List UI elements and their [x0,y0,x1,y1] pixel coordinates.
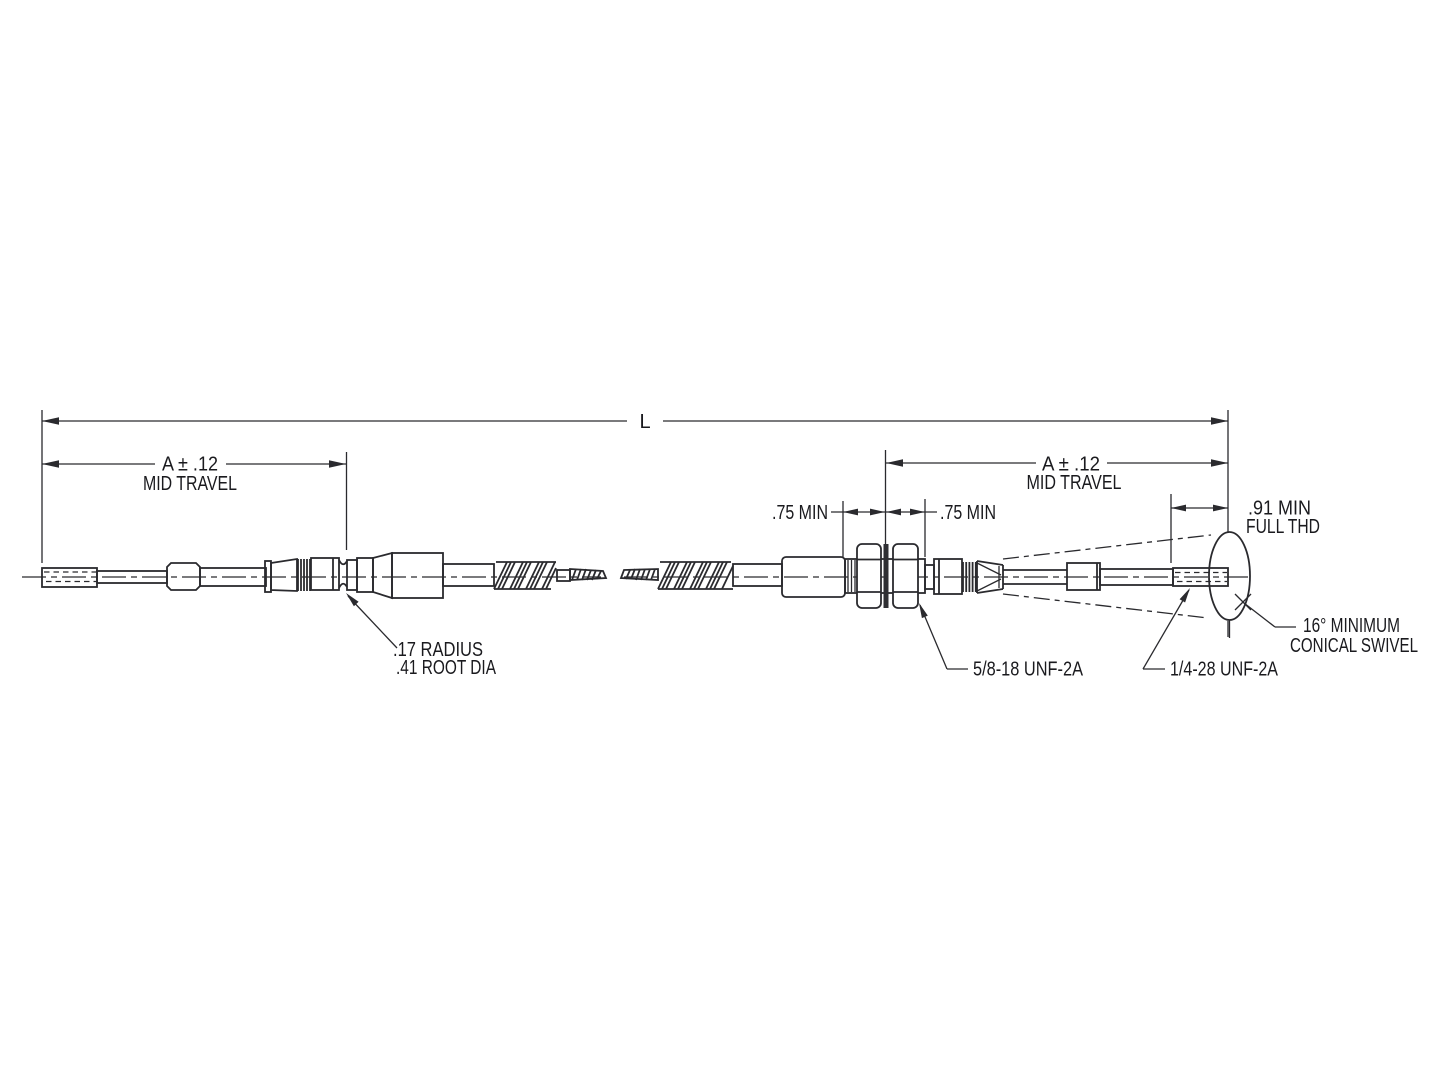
conical-swivel-ellipse [1208,531,1251,638]
swivel-cone-lines [1002,534,1212,619]
extension-lines [41,410,1229,637]
label-radius-line1: .17 RADIUS [393,639,483,661]
dim-left-travel: A ± .12 MID TRAVEL [42,454,346,495]
bulkhead-fitting [781,543,926,609]
label-left-travel-note: MID TRAVEL [143,473,237,495]
label-swivel-line1: 16° MINIMUM [1303,615,1400,637]
label-left-travel-dim: A ± .12 [162,454,218,476]
label-radius-line2: .41 ROOT DIA [396,657,497,679]
left-rod-end [41,562,201,591]
label-full-thread-line1: .91 MIN [1248,498,1311,520]
callout-conical-swivel: 16° MINIMUM CONICAL SWIVEL [1234,593,1418,657]
label-rod-end-thread: 1/4-28 UNF-2A [1170,659,1279,681]
callout-bulkhead-thread: 5/8-18 UNF-2A [919,603,1084,681]
dim-panel-left-clearance: .75 MIN [772,502,885,524]
callout-rod-end-thread: 1/4-28 UNF-2A [1142,588,1279,681]
label-panel-right-clearance: .75 MIN [940,502,996,524]
conduit-spiral-right [657,561,783,590]
label-bulkhead-thread: 5/8-18 UNF-2A [973,659,1084,681]
label-right-travel-note: MID TRAVEL [1027,472,1122,494]
dim-overall-length: L [42,411,1228,433]
core-cable-break [569,568,659,581]
right-rod-end [1003,562,1229,591]
label-overall-length: L [639,411,650,433]
swivel-tube-fitting [924,558,1004,595]
conduit-spiral-left [493,561,571,590]
left-conduit-fitting [199,551,495,600]
label-panel-left-clearance: .75 MIN [772,502,828,524]
dim-panel-right-clearance: .75 MIN [886,502,996,524]
label-full-thread-line2: FULL THD [1246,516,1320,538]
callout-radius: .17 RADIUS .41 ROOT DIA [346,593,497,679]
label-swivel-line2: CONICAL SWIVEL [1290,635,1418,657]
dim-full-thread: .91 MIN FULL THD [1171,498,1320,538]
label-right-travel-dim: A ± .12 [1042,454,1100,476]
dim-right-travel: A ± .12 MID TRAVEL [886,454,1228,494]
